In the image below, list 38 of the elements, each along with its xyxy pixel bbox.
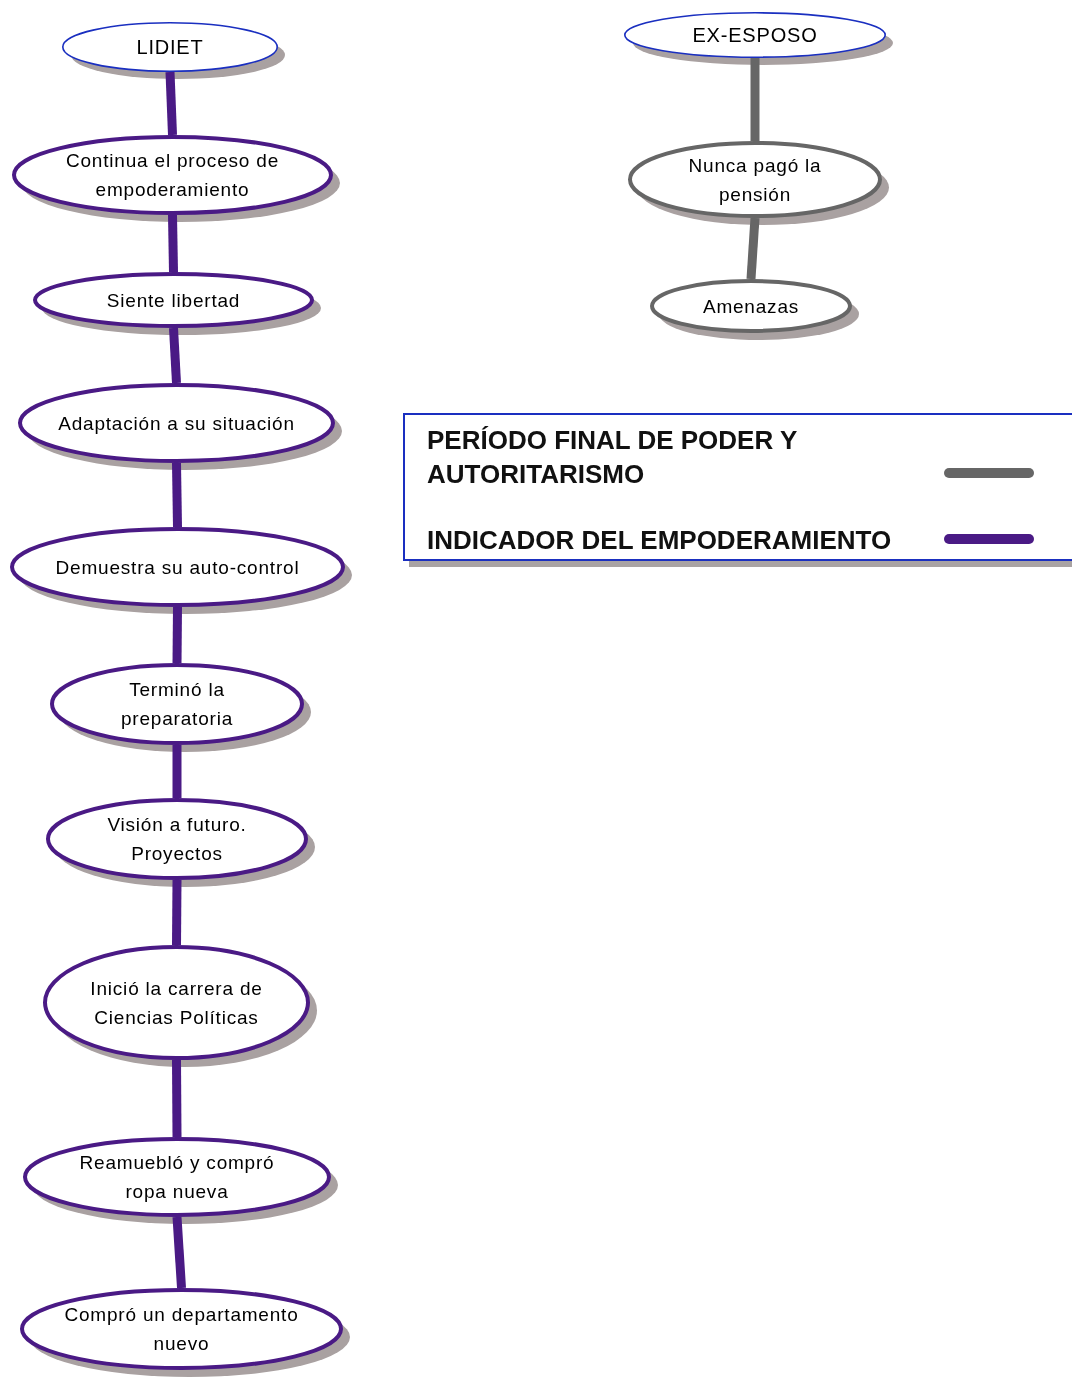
ellipse-node	[43, 945, 318, 1068]
connector-line	[172, 745, 182, 798]
connector-line	[172, 1059, 182, 1138]
ellipse-node	[18, 383, 343, 471]
ellipse-node	[650, 279, 860, 341]
connector-line	[750, 58, 760, 141]
legend-text: INDICADOR DEL EMPODERAMIENTO	[427, 524, 893, 557]
connector-line	[172, 1216, 186, 1289]
node-text: Visión a futuro. Proyectos	[106, 813, 248, 866]
ellipse-node	[50, 663, 312, 753]
legend-text: PERÍODO FINAL DE PODER Y AUTORITARISMO	[427, 424, 798, 491]
connector-line	[172, 606, 182, 664]
node-text: Reamuebló y compró ropa nueva	[78, 1151, 276, 1204]
node-text: Continua el proceso de empoderamiento	[65, 149, 280, 202]
connector-line	[746, 217, 760, 280]
ellipse-node	[46, 798, 316, 888]
node-text: Nunca pagó la pensión	[687, 153, 823, 207]
connector-line	[172, 879, 182, 946]
node-text: LIDIET	[135, 34, 205, 60]
ellipse-node	[62, 22, 286, 80]
ellipse-node	[10, 527, 353, 615]
connector-line	[172, 462, 182, 528]
node-text: Inició la carrera de Ciencias Políticas	[89, 976, 264, 1030]
ellipse-node	[628, 141, 890, 226]
ellipse-node	[23, 1137, 339, 1225]
node-text: Adaptación a su situación	[57, 411, 296, 436]
ellipse-node	[20, 1288, 351, 1378]
node-text: Demuestra su auto-control	[54, 555, 301, 580]
connector-line	[169, 327, 181, 384]
node-text: Siente libertad	[105, 288, 242, 313]
ellipse-node	[33, 272, 322, 336]
ellipse-node	[624, 12, 894, 66]
node-text: Terminó la preparatoria	[119, 678, 235, 731]
node-text: Amenazas	[701, 294, 801, 319]
node-text: EX-ESPOSO	[691, 22, 819, 48]
ellipse-node	[12, 135, 341, 223]
node-text: Compró un departamento nuevo	[63, 1303, 300, 1356]
connector-line	[168, 214, 178, 273]
